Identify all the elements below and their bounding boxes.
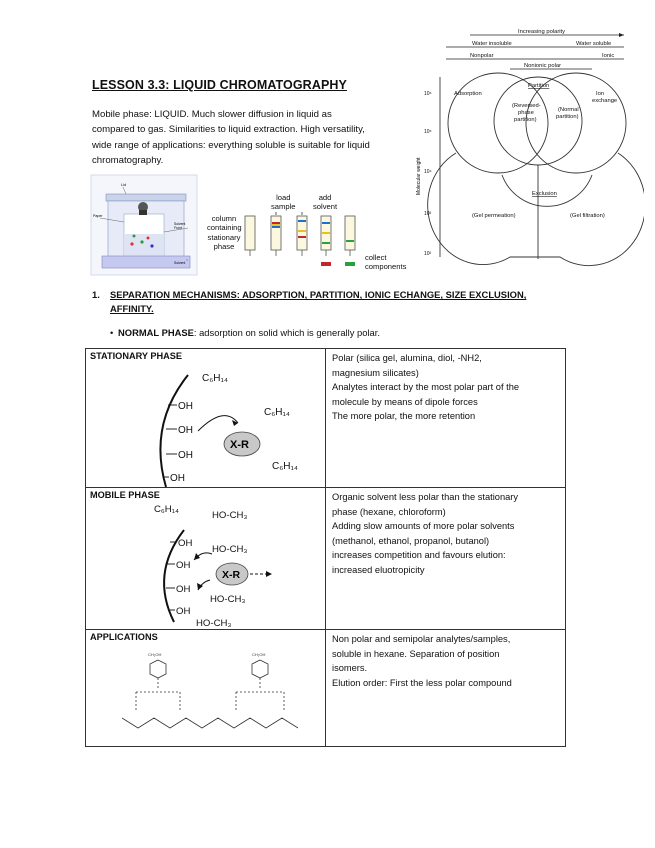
svg-text:10⁶: 10⁶: [424, 91, 432, 97]
table-row: MOBILE PHASE C₆H₁₄ HO-CH₃ OH OH OH OH HO…: [85, 487, 566, 630]
gel-permeation-label: (Gel permeation): [472, 213, 516, 219]
intro-line: compared to gas. Similarities to liquid …: [92, 124, 365, 136]
svg-text:(Normal: (Normal: [558, 107, 579, 113]
exclusion-label: Exclusion: [532, 191, 557, 197]
svg-text:OH: OH: [176, 560, 190, 571]
y-axis-label: Molecular weight: [416, 157, 422, 195]
mobile-phase-description: Organic solvent less polar than the stat…: [325, 487, 566, 630]
svg-text:OH: OH: [176, 606, 190, 617]
svg-text:Solvent: Solvent: [174, 261, 185, 265]
svg-text:C₆H₁₄: C₆H₁₄: [272, 461, 298, 472]
svg-text:10²: 10²: [424, 251, 432, 257]
intro-line: chromatography.: [92, 154, 164, 166]
svg-text:X-R: X-R: [230, 439, 249, 451]
lc-mechanism-venn-diagram: Increasing polarity Water insoluble Wate…: [416, 29, 644, 267]
svg-text:10⁴: 10⁴: [424, 169, 432, 175]
table-row: STATIONARY PHASE C₆H₁₄ OH OH OH OH C₆H₁₄…: [85, 348, 566, 488]
table-row: APPLICATIONS CH₂OH CH₂OH Non polar and se…: [85, 629, 566, 747]
svg-text:Front: Front: [174, 226, 182, 230]
svg-text:C₆H₁₄: C₆H₁₄: [264, 407, 290, 418]
water-soluble-label: Water soluble: [576, 41, 611, 47]
applications-description: Non polar and semipolar analytes/samples…: [325, 629, 566, 747]
svg-text:10⁵: 10⁵: [424, 129, 432, 135]
polarity-label: Increasing polarity: [518, 29, 565, 35]
stationary-phase-figure: C₆H₁₄ OH OH OH OH C₆H₁₄ C₆H₁₄ X-R: [159, 373, 298, 487]
svg-text:C₆H₁₄: C₆H₁₄: [154, 504, 179, 515]
svg-text:HO-CH₃: HO-CH₃: [196, 618, 231, 628]
svg-text:Solvent: Solvent: [174, 222, 185, 226]
svg-text:OH: OH: [178, 425, 193, 436]
svg-text:C₆H₁₄: C₆H₁₄: [202, 373, 228, 384]
svg-text:CH₂OH: CH₂OH: [252, 652, 265, 657]
svg-text:CH₂OH: CH₂OH: [148, 652, 161, 657]
svg-text:OH: OH: [178, 450, 193, 461]
nonpolar-label: Nonpolar: [470, 53, 494, 59]
nonionic-polar-label: Nonionic polar: [524, 63, 561, 69]
svg-text:HO-CH₃: HO-CH₃: [212, 510, 247, 521]
water-insoluble-label: Water insoluble: [472, 41, 512, 47]
row-label: MOBILE PHASE: [90, 490, 160, 500]
svg-text:HO-CH₃: HO-CH₃: [212, 544, 247, 555]
mobile-phase-cell: MOBILE PHASE C₆H₁₄ HO-CH₃ OH OH OH OH HO…: [85, 487, 326, 630]
svg-text:partition): partition): [556, 114, 579, 120]
page-title: LESSON 3.3: LIQUID CHROMATOGRAPHY: [92, 78, 347, 92]
stationary-phase-cell: STATIONARY PHASE C₆H₁₄ OH OH OH OH C₆H₁₄…: [85, 348, 326, 488]
normal-phase-text: : adsorption on solid which is generally…: [193, 327, 380, 338]
svg-text:partition): partition): [514, 117, 537, 123]
svg-text:OH: OH: [178, 538, 192, 549]
svg-text:Lid: Lid: [121, 183, 126, 187]
row-label: STATIONARY PHASE: [90, 351, 183, 361]
section-heading: 1. SEPARATION MECHANISMS: ADSORPTION, PA…: [92, 289, 527, 314]
intro-line: wide range of applications: everything s…: [92, 139, 370, 151]
ionic-label: Ionic: [602, 53, 614, 59]
partition-label: Partition: [528, 83, 549, 89]
applications-cell: APPLICATIONS CH₂OH CH₂OH: [85, 629, 326, 747]
gel-filtration-label: (Gel filtration): [570, 213, 605, 219]
applications-figure: CH₂OH CH₂OH: [121, 652, 299, 729]
phase-table: STATIONARY PHASE C₆H₁₄ OH OH OH OH C₆H₁₄…: [85, 348, 566, 747]
normal-phase-bullet: • NORMAL PHASE: adsorption on solid whic…: [110, 327, 380, 338]
svg-text:Paper: Paper: [93, 214, 103, 218]
bullet-icon: •: [110, 327, 114, 338]
svg-text:phase: phase: [518, 110, 534, 116]
row-label: APPLICATIONS: [90, 632, 158, 642]
intro-paragraph: Mobile phase: LIQUID. Much slower diffus…: [92, 107, 410, 168]
svg-text:exchange: exchange: [592, 98, 617, 104]
mobile-phase-figure: C₆H₁₄ HO-CH₃ OH OH OH OH HO-CH₃ HO-CH₃ H…: [154, 504, 272, 628]
intro-line: Mobile phase: LIQUID. Much slower diffus…: [92, 109, 332, 120]
svg-text:HO-CH₃: HO-CH₃: [210, 594, 245, 605]
stationary-phase-description: Polar (silica gel, alumina, diol, -NH2,m…: [325, 348, 566, 488]
svg-text:OH: OH: [176, 584, 190, 595]
svg-text:Ion: Ion: [596, 91, 604, 97]
normal-phase-label: NORMAL PHASE: [118, 327, 194, 338]
svg-text:OH: OH: [178, 401, 193, 412]
svg-text:X-R: X-R: [222, 569, 241, 581]
svg-text:OH: OH: [170, 473, 185, 484]
svg-text:(Reversed-: (Reversed-: [512, 103, 541, 109]
adsorption-label: Adsorption: [454, 91, 482, 97]
